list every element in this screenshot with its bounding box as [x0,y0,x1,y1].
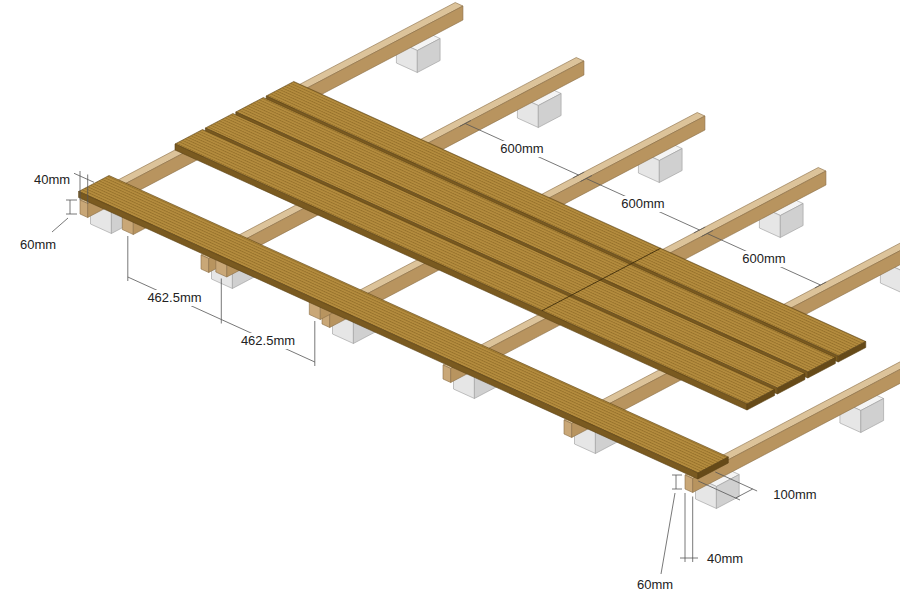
dimension-label: 462.5mm [147,290,201,305]
dimension-tick [815,282,826,288]
dimension-label: 60mm [637,577,673,592]
dimension-label: 462.5mm [241,333,295,348]
dimension-label: 600mm [500,141,543,156]
dimension-label-box: 462.5mm [144,290,204,306]
deck-board [205,114,805,395]
dimension-label: 40mm [34,172,70,187]
extension-line [127,236,128,281]
board-joint [542,248,661,311]
dimension-lines [52,121,826,575]
extension-line [87,175,88,204]
deck-board [79,176,729,480]
extension-line [715,472,757,491]
dimension-tick [581,176,592,182]
dimension-line [707,234,820,286]
dimension-line [676,475,677,489]
leader-line [52,218,68,232]
extension-line [66,200,77,201]
extension-line [66,214,77,215]
dimension-label-box: 60mm [17,237,59,253]
dimension-label: 600mm [742,251,785,266]
dimension-tick [694,227,705,233]
dimension-label: 600mm [621,196,664,211]
extension-line [672,475,682,476]
dimension-label-box: 100mm [770,487,819,503]
dimension-label: 40mm [707,551,743,566]
dimension-tick [460,121,471,127]
extension-line [692,497,693,563]
dimension-label: 100mm [773,487,816,502]
extension-line [314,321,315,366]
dimension-line [680,558,698,559]
dimension-label-box: 600mm [497,141,546,157]
deck-board-group [175,82,866,411]
dimension-label: 60mm [20,237,56,252]
extension-line [698,481,740,500]
extension-line [80,171,81,200]
extension-line [221,279,222,324]
leader-line [661,493,675,574]
dimension-label-box: 60mm [634,577,676,593]
extension-line [672,489,682,490]
dimension-line [465,124,578,176]
dimension-line [736,489,753,498]
dimension-tick [702,231,713,237]
extension-line [685,493,686,562]
dimension-label-box: 462.5mm [238,333,298,349]
dimension-label-box: 40mm [31,172,73,188]
dimension-label-box: 600mm [739,251,788,267]
dimension-line [221,320,314,363]
dimension-label-box: 40mm [704,551,746,567]
dimension-tick [573,172,584,178]
deck-board [236,98,836,379]
dimension-line [74,173,94,182]
dimension-label-box: 600mm [618,196,667,212]
dimension-line [586,179,699,231]
dimension-line [70,200,71,214]
dimension-line [128,277,222,320]
